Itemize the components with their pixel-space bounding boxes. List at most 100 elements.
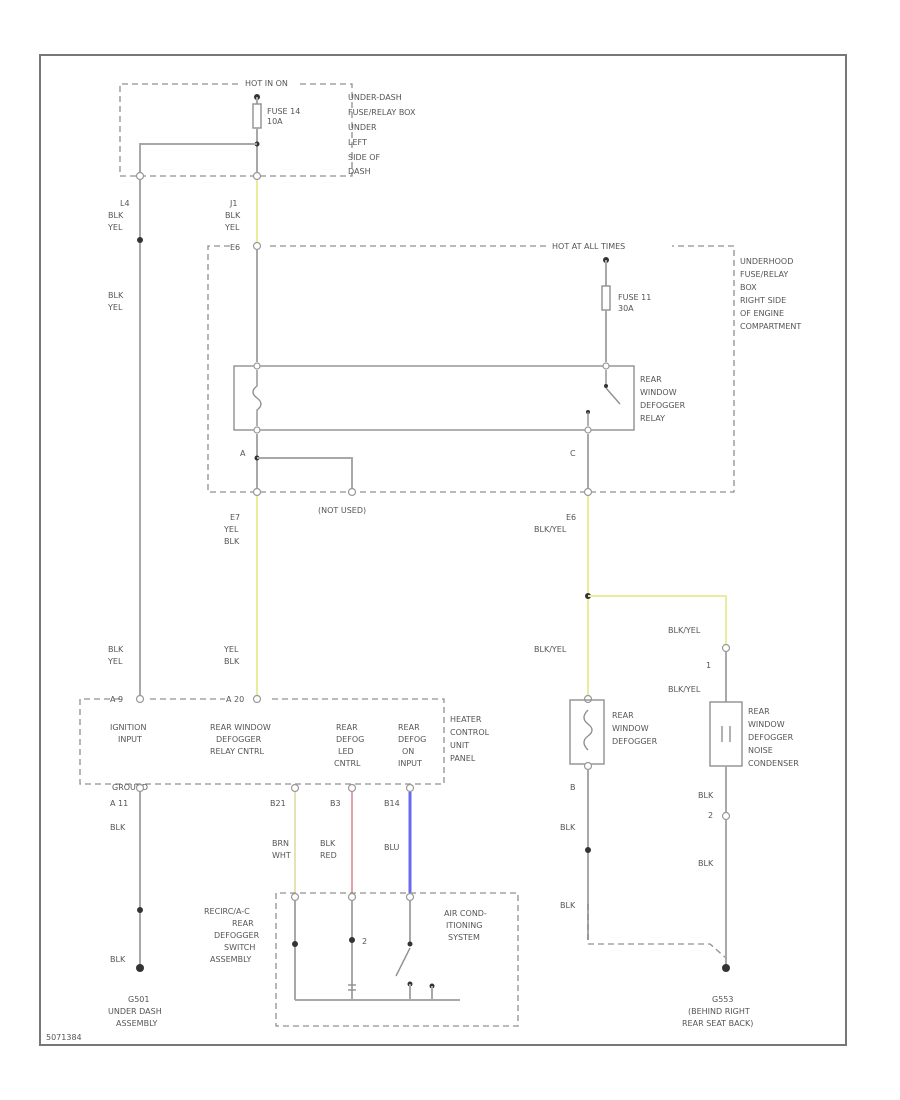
relay-description: REAR WINDOW DEFOGGER RELAY [640,375,686,423]
svg-text:DEFOGGER: DEFOGGER [216,735,262,744]
svg-text:BLK: BLK [110,823,126,832]
svg-text:WINDOW: WINDOW [612,724,649,733]
fuse-11-label: FUSE 11 [618,293,651,302]
rear-window-defogger: REAR WINDOW DEFOGGER B BLK BLK [560,694,727,959]
svg-text:A 20: A 20 [226,695,244,704]
svg-text:B3: B3 [330,799,341,808]
svg-text:YEL: YEL [223,645,239,654]
wire-j1-blk-yel: J1 BLK YEL [224,180,258,242]
svg-text:BLK: BLK [224,537,240,546]
svg-text:BLK: BLK [108,645,124,654]
wire-blk-ground-left: A 11 BLK BLK [110,792,144,972]
svg-text:BLK/YEL: BLK/YEL [668,626,701,635]
svg-text:NOISE: NOISE [748,746,773,755]
svg-text:RIGHT SIDE: RIGHT SIDE [740,296,786,305]
svg-text:BLK/YEL: BLK/YEL [534,645,567,654]
svg-text:(BEHIND RIGHT: (BEHIND RIGHT [688,1007,750,1016]
underhood-fuse-box: HOT AT ALL TIMES E6 FUSE 11 30A UNDERHOO… [207,241,801,493]
svg-text:REAR: REAR [612,711,634,720]
ac-system-description: AIR COND- ITIONING SYSTEM [444,909,487,942]
wire-yel-blk-relay-control: E7 YEL BLK YEL BLK [223,496,258,695]
ground-g501: G501 UNDER DASH ASSEMBLY [108,995,162,1028]
svg-text:ASSEMBLY: ASSEMBLY [116,1019,157,1028]
svg-text:IGNITION: IGNITION [110,723,146,732]
svg-text:COMPARTMENT: COMPARTMENT [740,322,801,331]
svg-text:RELAY: RELAY [640,414,665,423]
svg-text:DEFOGGER: DEFOGGER [612,737,658,746]
svg-text:CNTRL: CNTRL [334,759,361,768]
svg-text:BLK: BLK [320,839,336,848]
svg-text:SIDE OF: SIDE OF [348,153,380,162]
svg-text:RECIRC/A-C: RECIRC/A-C [204,907,250,916]
recirc-ac-switch-assembly: 2 RECIRC/A-C REAR DEFOGGER SWITCH ASSEMB… [204,892,519,1027]
svg-text:REAR WINDOW: REAR WINDOW [210,723,271,732]
svg-text:YEL: YEL [107,657,123,666]
svg-text:WINDOW: WINDOW [640,388,677,397]
svg-text:BLK: BLK [110,955,126,964]
svg-text:WINDOW: WINDOW [748,720,785,729]
svg-text:E6: E6 [566,513,576,522]
svg-text:BLK: BLK [108,291,124,300]
svg-text:BLK/YEL: BLK/YEL [534,525,567,534]
svg-text:UNDER-DASH: UNDER-DASH [348,93,402,102]
svg-text:RELAY CNTRL: RELAY CNTRL [210,747,265,756]
svg-text:UNDER DASH: UNDER DASH [108,1007,162,1016]
underdash-box-description: UNDER-DASH FUSE/RELAY BOX UNDER LEFT SID… [348,93,416,176]
svg-text:ITIONING: ITIONING [446,921,482,930]
heater-control-unit-panel: A 9 A 20 IGNITION INPUT REAR WINDOW DEFO… [79,694,490,793]
svg-text:DEFOGGER: DEFOGGER [640,401,686,410]
underhood-box-description: UNDERHOOD FUSE/RELAY BOX RIGHT SIDE OF E… [740,257,801,331]
svg-text:B14: B14 [384,799,400,808]
svg-text:BLK: BLK [560,823,576,832]
fuse-14-rating: 10A [267,117,283,126]
svg-text:CONDENSER: CONDENSER [748,759,799,768]
svg-text:LED: LED [338,747,354,756]
footer-code: 5071384 [46,1033,82,1042]
svg-text:2: 2 [708,811,713,820]
fuse-14-label: FUSE 14 [267,107,300,116]
svg-text:YEL: YEL [107,303,123,312]
svg-text:RED: RED [320,851,337,860]
svg-text:YEL: YEL [224,223,240,232]
svg-text:UNIT: UNIT [450,741,469,750]
svg-text:AIR COND-: AIR COND- [444,909,487,918]
svg-text:BRN: BRN [272,839,289,848]
defogger-description: REAR WINDOW DEFOGGER [612,711,658,746]
not-used-label: (NOT USED) [318,506,366,515]
fuse-11-rating: 30A [618,304,634,313]
svg-text:BLK: BLK [698,791,714,800]
svg-text:WHT: WHT [272,851,291,860]
svg-text:A: A [240,449,246,458]
svg-text:ON: ON [402,747,414,756]
condenser-description: REAR WINDOW DEFOGGER NOISE CONDENSER [748,707,799,768]
rear-window-defogger-relay: REAR WINDOW DEFOGGER RELAY [233,250,686,434]
heater-panel-description: HEATER CONTROL UNIT PANEL [450,715,490,763]
svg-text:BLK: BLK [225,211,241,220]
svg-text:REAR: REAR [336,723,358,732]
svg-text:REAR: REAR [398,723,420,732]
noise-condenser: REAR WINDOW DEFOGGER NOISE CONDENSER BLK… [698,701,799,972]
svg-text:A 11: A 11 [110,799,128,808]
svg-text:DEFOGGER: DEFOGGER [214,931,260,940]
svg-text:B21: B21 [270,799,286,808]
wire-blk-yel-defogger-feed: E6 BLK/YEL BLK/YEL BLK/YEL 1 BLK/YEL [534,496,731,702]
svg-text:CONTROL: CONTROL [450,728,490,737]
ground-label: GROUND [112,783,148,792]
svg-text:DEFOGGER: DEFOGGER [748,733,794,742]
svg-text:FUSE/RELAY: FUSE/RELAY [740,270,788,279]
svg-text:BLU: BLU [384,843,400,852]
svg-text:YEL: YEL [107,223,123,232]
svg-text:SWITCH: SWITCH [224,943,255,952]
ground-g553: G553 (BEHIND RIGHT REAR SEAT BACK) [682,995,753,1028]
wire-blu: B14 BLU [384,792,412,893]
svg-text:HEATER: HEATER [450,715,482,724]
svg-text:BLK: BLK [108,211,124,220]
svg-text:B: B [570,783,576,792]
defog-on-input-label: REAR DEFOG ON INPUT [398,723,426,768]
svg-text:REAR: REAR [748,707,770,716]
hot-at-all-times-label: HOT AT ALL TIMES [552,242,625,251]
defog-led-label: REAR DEFOG LED CNTRL [334,723,364,768]
svg-text:BLK/YEL: BLK/YEL [668,685,701,694]
svg-text:REAR: REAR [232,919,254,928]
